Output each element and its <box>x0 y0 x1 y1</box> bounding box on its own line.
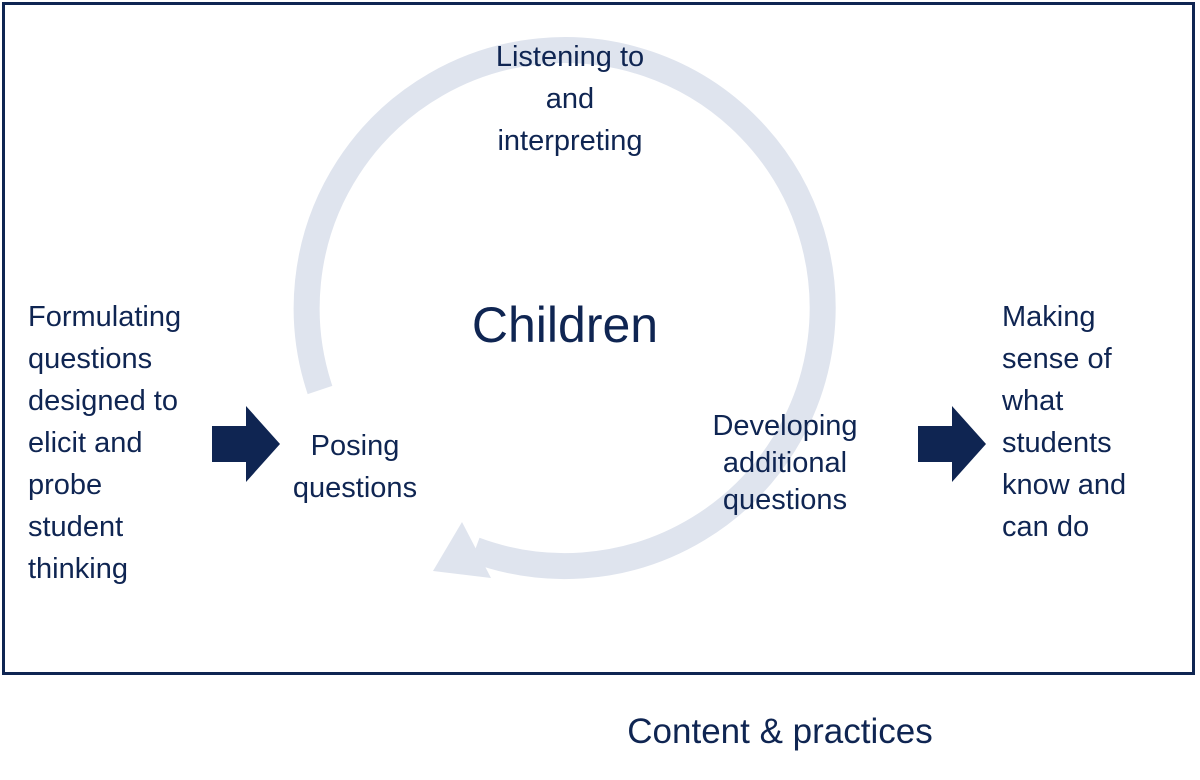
step-listening: Listening to and interpreting <box>470 36 670 162</box>
step-posing-line: Posing <box>310 430 400 462</box>
formulating-line: probe <box>28 469 103 501</box>
step-posing: Posing questions <box>280 425 430 509</box>
step-listening-line: and <box>545 83 595 115</box>
formulating-line: questions <box>28 343 153 375</box>
cycle-arrow-ring <box>293 37 836 580</box>
center-label: Children <box>471 297 659 353</box>
step-developing-line: questions <box>722 484 848 516</box>
formulating-line: designed to <box>28 385 178 417</box>
formulating-line: Formulating <box>28 301 182 333</box>
diagram-frame <box>2 2 1195 675</box>
making-sense-line: students <box>1002 427 1112 459</box>
footer-label: Content & practices <box>627 712 933 751</box>
cycle-arrow-head <box>433 522 491 578</box>
formulating-line: student <box>28 511 124 543</box>
step-listening-line: interpreting <box>497 125 643 157</box>
making-sense-line: sense of <box>1002 343 1112 375</box>
formulating-line: thinking <box>28 553 128 585</box>
formulating-questions-block: Formulating questions designed to elicit… <box>28 296 208 590</box>
making-sense-line: know and <box>1002 469 1127 501</box>
making-sense-line: can do <box>1002 511 1090 543</box>
step-developing: Developing additional questions <box>695 408 875 519</box>
arrow-right-icon <box>918 406 986 482</box>
arrow-right-icon <box>212 406 280 482</box>
formulating-line: elicit and <box>28 427 143 459</box>
making-sense-block: Making sense of what students know and c… <box>1002 296 1192 548</box>
making-sense-line: what <box>1002 385 1064 417</box>
step-developing-line: additional <box>722 447 848 479</box>
making-sense-line: Making <box>1002 301 1096 333</box>
step-posing-line: questions <box>292 472 418 504</box>
step-listening-line: Listening to <box>495 41 645 73</box>
step-developing-line: Developing <box>712 410 858 442</box>
